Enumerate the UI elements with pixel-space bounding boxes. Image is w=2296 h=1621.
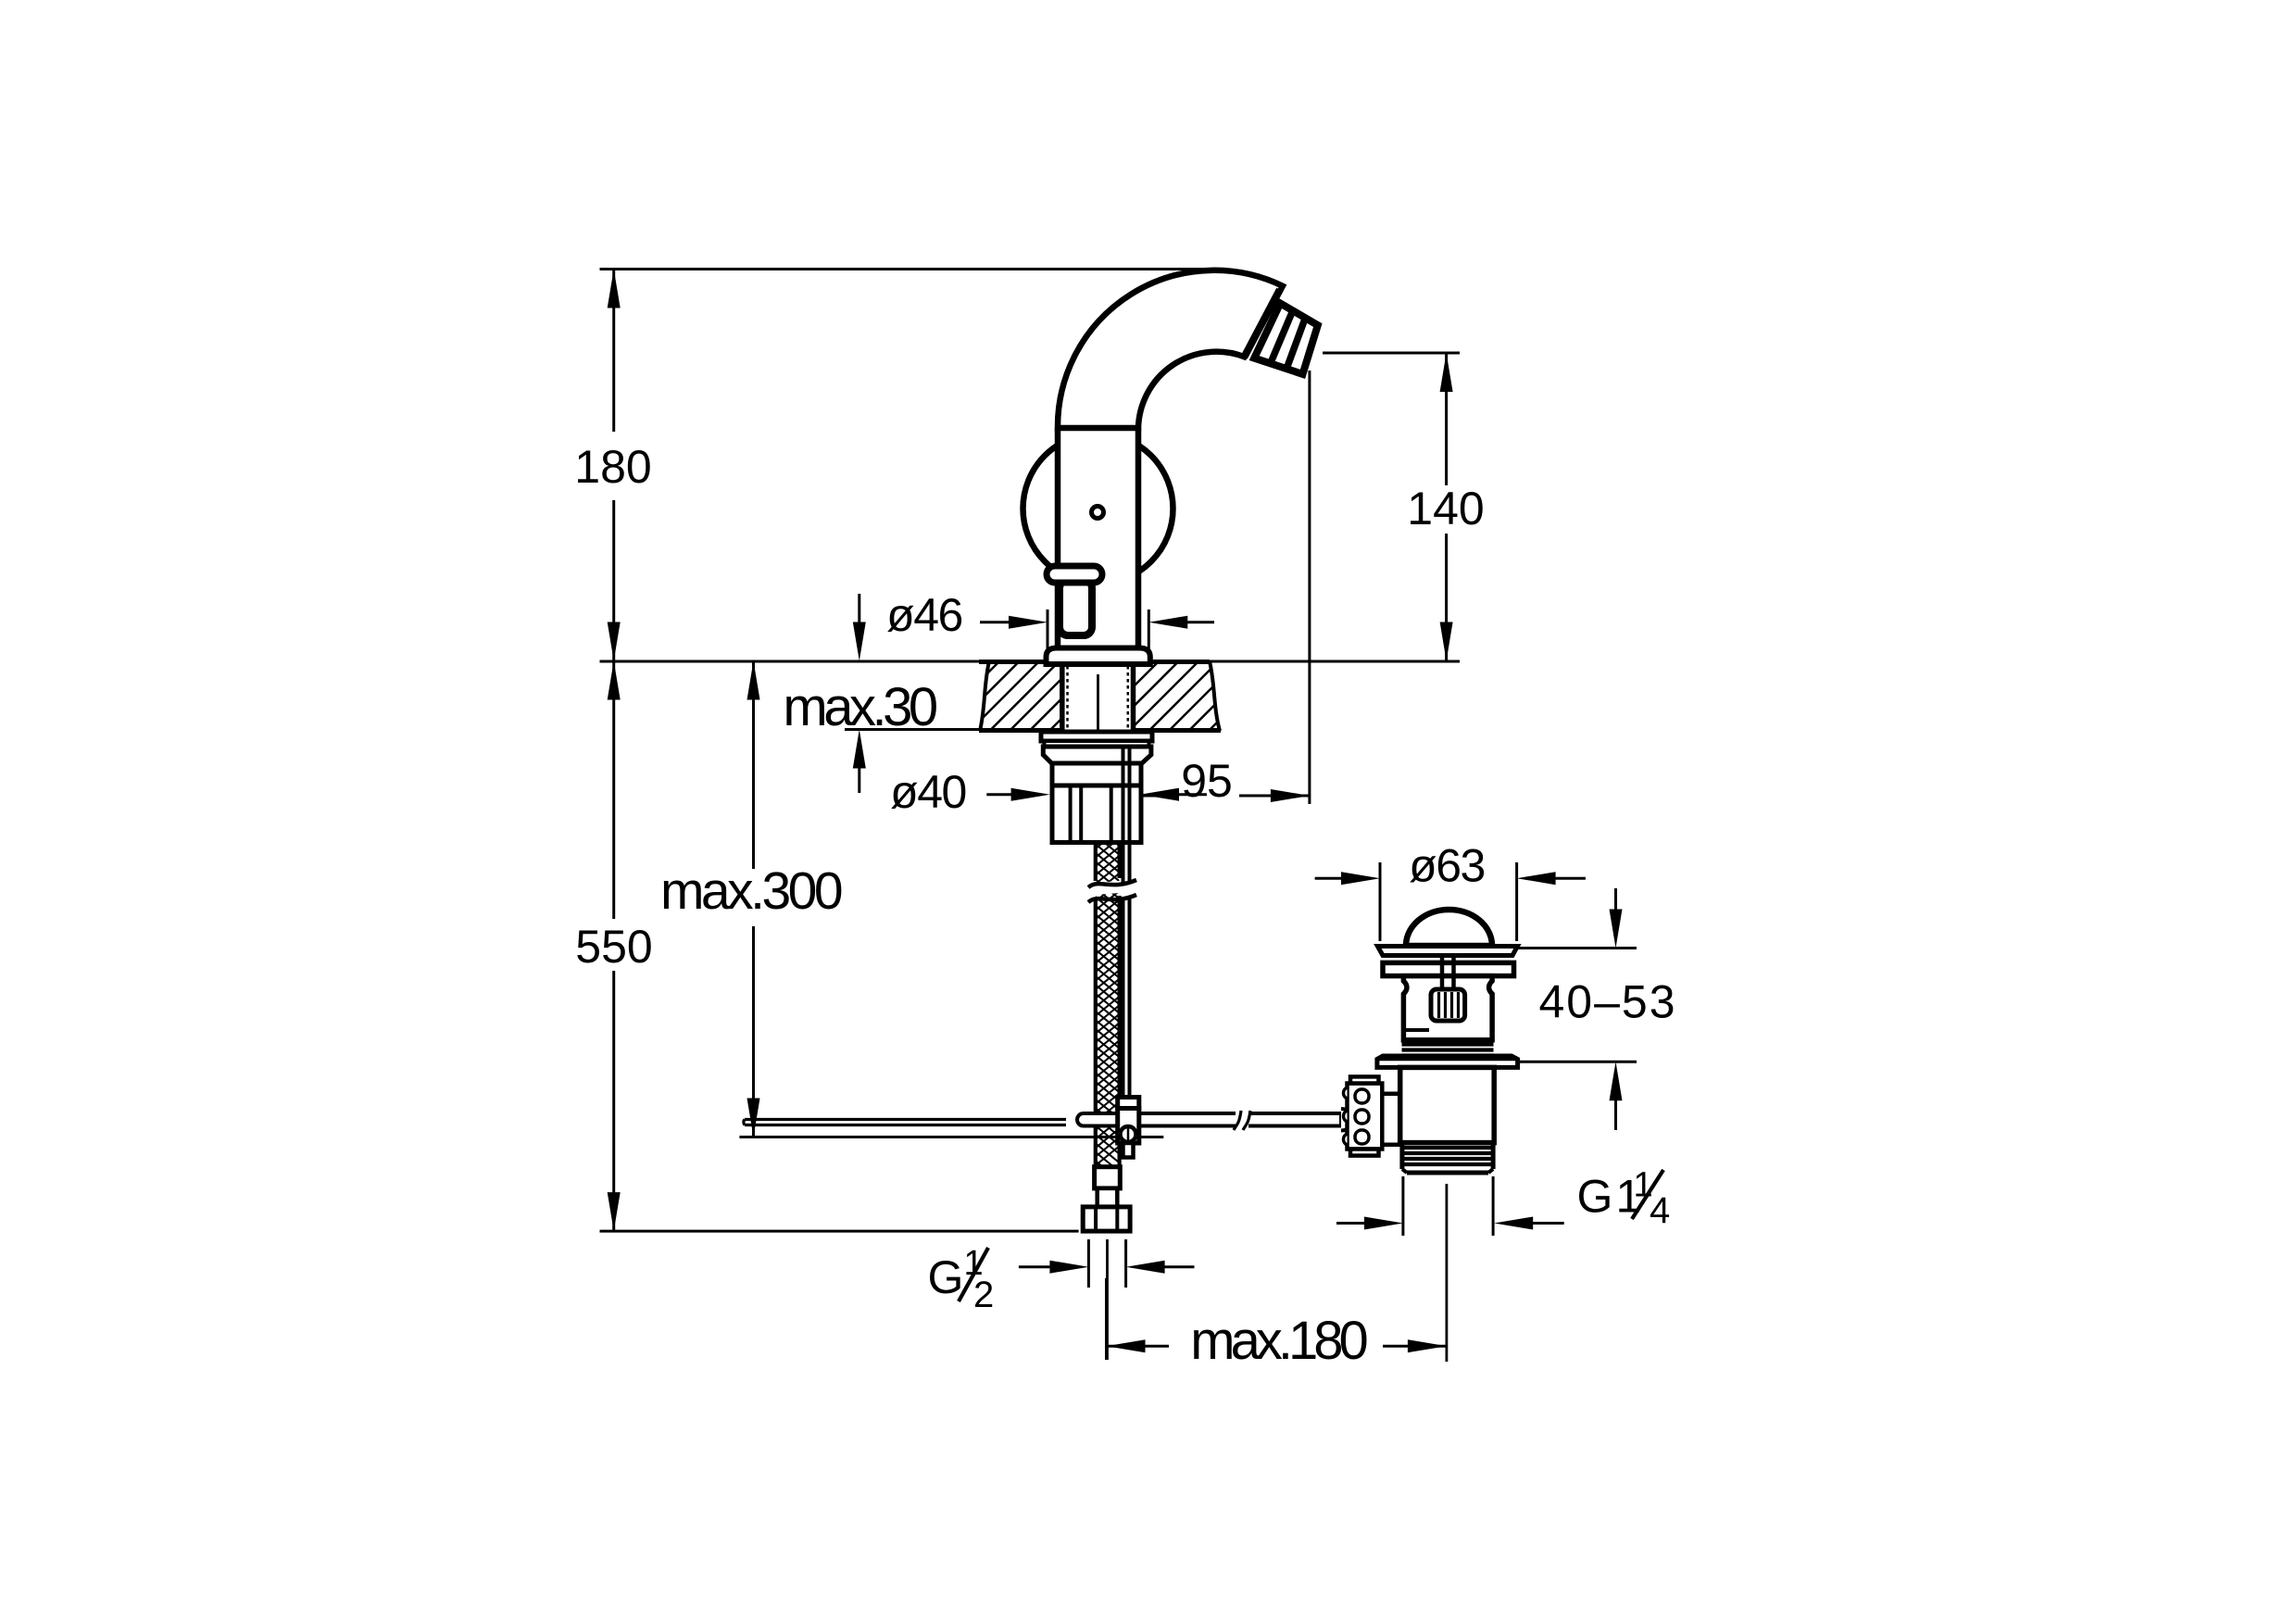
svg-text:G: G [1577,1171,1613,1223]
svg-text:4: 4 [1650,1190,1670,1231]
svg-text:ø46: ø46 [886,589,962,641]
svg-text:max.300: max.300 [660,861,842,921]
svg-text:max.180: max.180 [1190,1311,1366,1371]
svg-text:180: 180 [574,441,651,493]
svg-text:ø40: ø40 [890,766,966,818]
svg-text:G: G [928,1251,964,1303]
svg-text:2: 2 [973,1275,994,1315]
svg-text:550: 550 [575,921,652,973]
svg-text:40–53: 40–53 [1538,976,1676,1028]
svg-text:95: 95 [1181,755,1233,807]
svg-text:1: 1 [964,1244,984,1283]
svg-text:ø63: ø63 [1409,840,1485,892]
svg-text:140: 140 [1407,483,1484,534]
svg-text:max.30: max.30 [783,677,935,737]
